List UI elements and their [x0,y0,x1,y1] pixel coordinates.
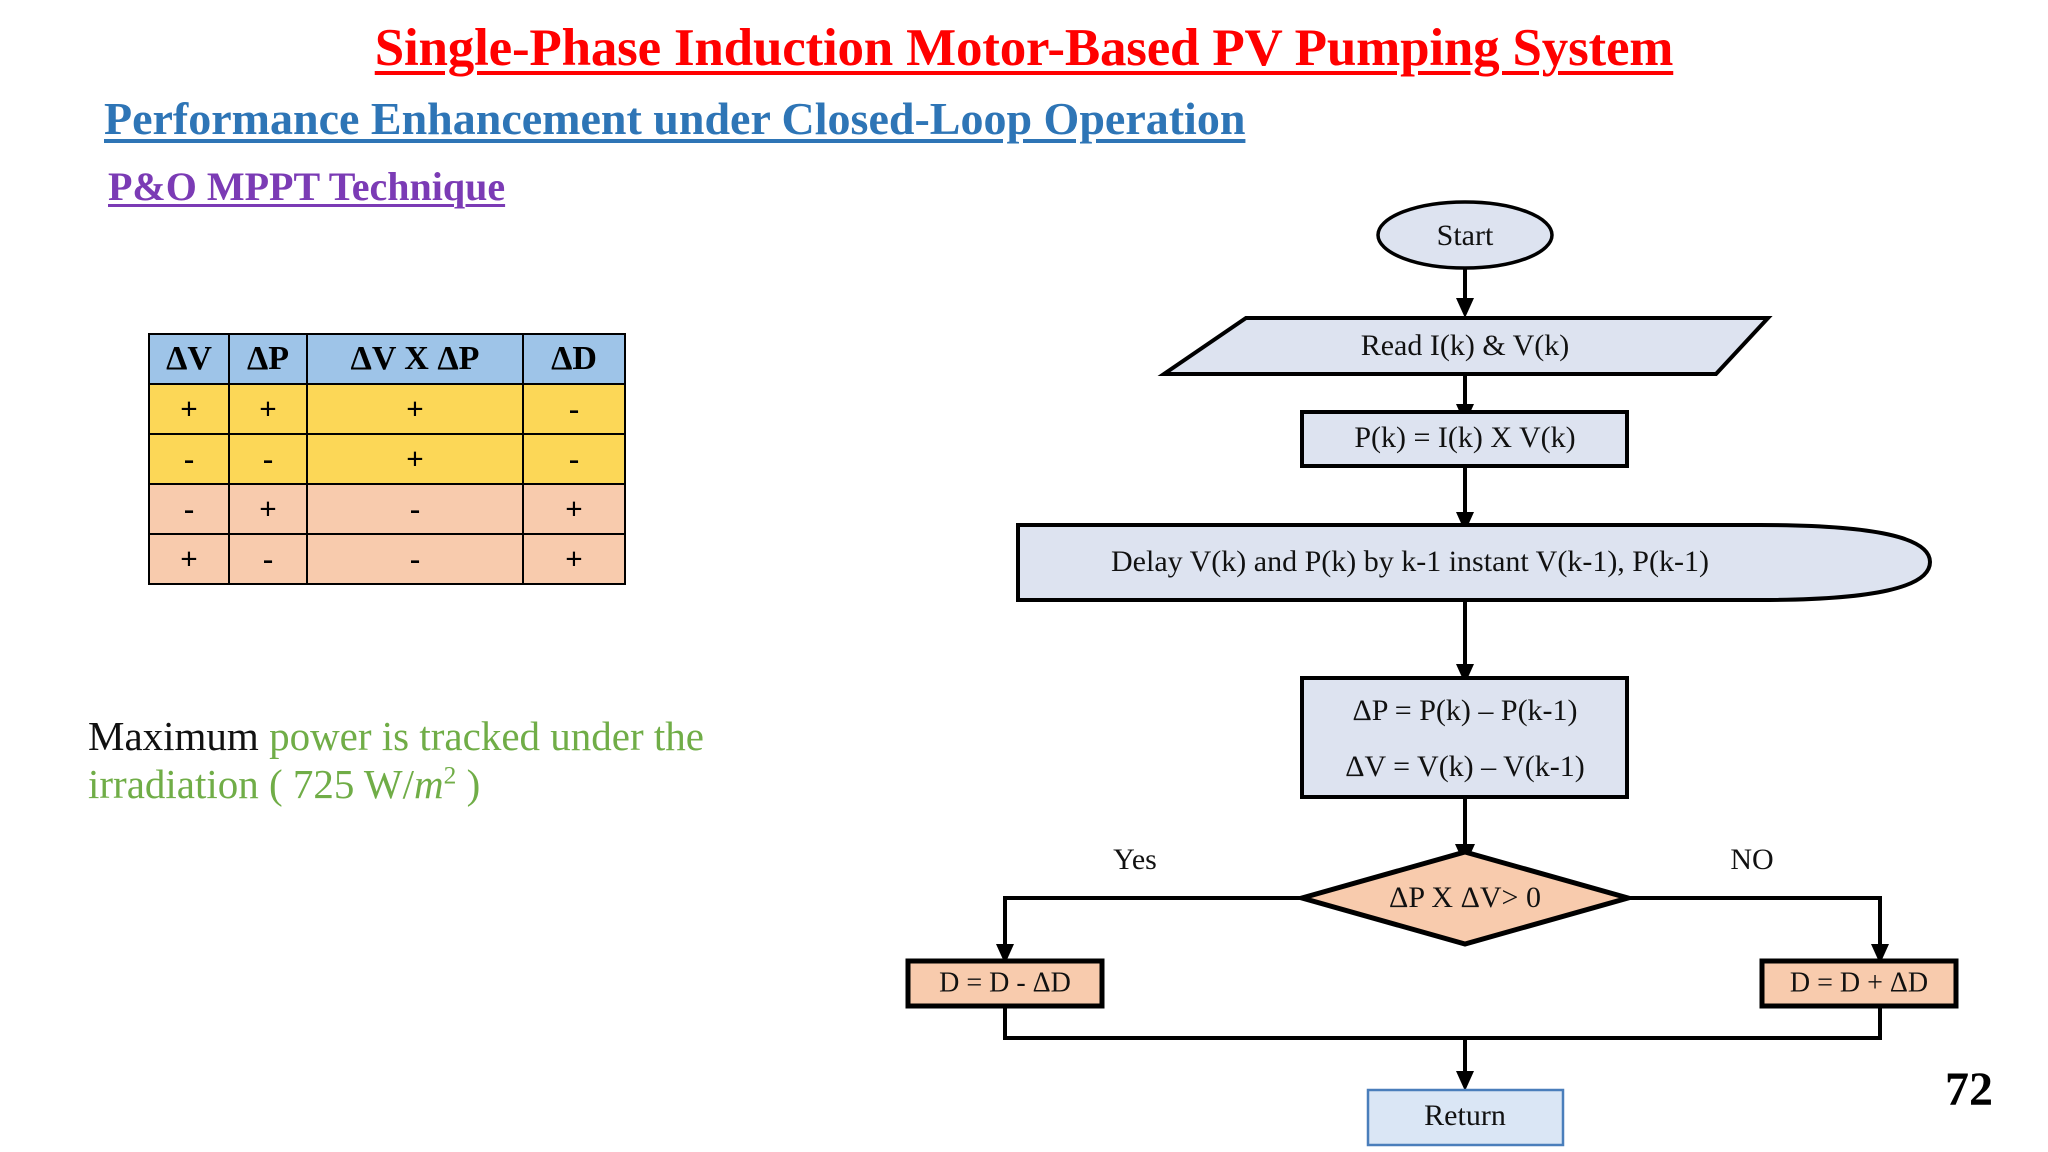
table-cell: + [148,383,230,435]
flow-node-start[interactable]: Start [1376,200,1554,270]
page-number: 72 [1945,1063,1993,1116]
arrowhead [996,944,1014,964]
connector-increase-to-merge [1465,1004,1882,1040]
caption-variable: m [414,761,444,808]
table-header-delta-p: ΔP [228,333,308,385]
arrowhead [1456,298,1474,318]
table-cell: - [522,383,626,435]
caption-text: Maximum power is tracked under the irrad… [88,712,708,809]
table-cell: - [148,483,230,535]
arrowhead [1456,404,1474,424]
connector-decrease-to-merge [1003,1003,1465,1040]
table-cell: + [306,433,524,485]
caption-exponent: 2 [443,761,457,790]
table-cell: - [228,433,308,485]
table-cell: + [522,483,626,535]
flow-node-decision[interactable]: ΔP X ΔV> 0 [1292,849,1638,947]
arrowhead [1456,1071,1474,1091]
arrowhead [1456,512,1474,532]
table-row: + - - + [148,533,626,585]
table-cell: - [306,533,524,585]
flow-node-decision-label: ΔP X ΔV> 0 [1389,881,1541,914]
table-cell: - [228,533,308,585]
table-row: - - + - [148,433,626,485]
table-cell: + [148,533,230,585]
flow-node-read-label: Read I(k) & V(k) [1361,329,1570,362]
flow-node-read[interactable]: Read I(k) & V(k) [1157,316,1773,376]
table-row: + + + - [148,383,626,435]
arrowhead [1455,844,1475,866]
table-cell: + [228,383,308,435]
flow-node-return[interactable]: Return [1366,1088,1565,1147]
table-header-delta-v: ΔV [148,333,230,385]
table-header-row: ΔV ΔP ΔV X ΔP ΔD [148,333,626,385]
table-cell: + [306,383,524,435]
table-cell: + [228,483,308,535]
table-cell: - [148,433,230,485]
table-header-delta-d: ΔD [522,333,626,385]
flow-node-delay-label: Delay V(k) and P(k) by k-1 instant V(k-1… [1111,545,1709,578]
table-cell: - [522,433,626,485]
po-truth-table: ΔV ΔP ΔV X ΔP ΔD + + + - - - + - - + [148,333,626,585]
flow-node-return-label: Return [1424,1099,1506,1132]
table-cell: + [522,533,626,585]
page-title: Single-Phase Induction Motor-Based PV Pu… [374,19,1674,77]
caption-lead: Maximum [88,713,259,759]
flow-node-delay[interactable]: Delay V(k) and P(k) by k-1 instant V(k-1… [1016,523,1933,602]
branch-label-yes: Yes [1113,843,1157,876]
subtitle: Performance Enhancement under Closed-Loo… [104,93,1246,144]
table-header-delta-v-x-delta-p: ΔV X ΔP [306,333,524,385]
section-heading: P&O MPPT Technique [108,164,506,209]
arrowhead [1456,664,1474,684]
branch-label-no: NO [1730,843,1773,876]
flow-node-increase-label: D = D + ΔD [1790,967,1928,998]
caption-body-before: power is tracked under the irradiation (… [88,713,704,808]
connector-no-branch [1625,896,1882,945]
flow-node-deltas-line1: ΔP = P(k) – P(k-1) [1352,694,1577,727]
flow-node-deltas[interactable]: ΔP = P(k) – P(k-1) ΔV = V(k) – V(k-1) [1300,676,1629,799]
flow-node-start-label: Start [1437,219,1494,252]
table-row: - + - + [148,483,626,535]
flow-node-decrease-label: D = D - ΔD [939,967,1071,998]
arrowhead [1871,944,1889,964]
connector-yes-branch [1003,896,1305,945]
caption-body-after: ) [456,761,481,808]
flow-node-deltas-line2: ΔV = V(k) – V(k-1) [1345,750,1585,783]
flow-node-power-label: P(k) = I(k) X V(k) [1354,421,1575,454]
flow-node-increase[interactable]: D = D + ΔD [1759,958,1959,1009]
table-cell: - [306,483,524,535]
flow-node-decrease[interactable]: D = D - ΔD [905,958,1105,1009]
flow-node-power[interactable]: P(k) = I(k) X V(k) [1300,410,1629,468]
flow-connectors [996,210,1889,1091]
